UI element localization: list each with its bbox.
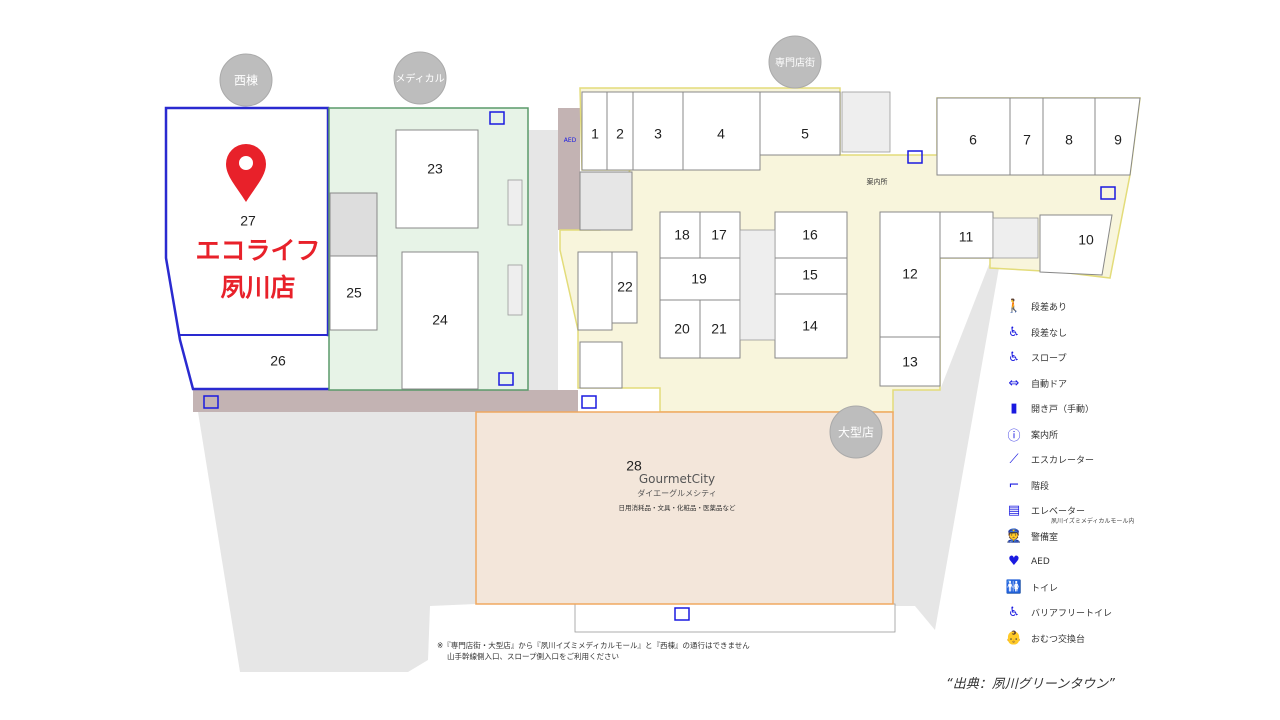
legend-item: ▮ 開き戸（手動） [1003, 396, 1173, 422]
legend-item: ⇔ 自動ドア [1003, 371, 1173, 397]
legend-item: 🚶 段差あり [1003, 294, 1173, 320]
shop-6[interactable]: 6 [969, 132, 977, 148]
footnote: ※『専門店街・大型店』から『夙川イズミメディカルモール』と『西棟』の通行はできま… [437, 640, 750, 662]
elevator-icon: ▤ [1007, 503, 1021, 519]
security-room-icon: 👮 [1005, 528, 1023, 544]
auto-door-icon: ⇔ [1008, 375, 1020, 391]
location-pin-icon [226, 144, 266, 202]
slope-icon: ♿ [1008, 350, 1020, 366]
shop-21[interactable]: 21 [711, 321, 727, 337]
shop-25[interactable]: 25 [346, 285, 362, 301]
legend-label: 案内所 [1031, 430, 1059, 441]
shop-22[interactable]: 22 [617, 279, 633, 295]
gourmet-city-desc: 日用消耗品・文具・化粧品・医薬品など [618, 504, 736, 512]
legend-item: ♿ 段差なし [1003, 320, 1173, 346]
shop-4[interactable]: 4 [717, 126, 725, 142]
source-credit: “出典：夙川グリーンタウン” [946, 677, 1115, 692]
shop-numbers: 1 2 3 4 5 6 7 8 9 10 11 12 13 14 15 16 1… [240, 126, 1122, 474]
legend-label: エスカレーター [1031, 456, 1095, 467]
legend-item: 👮 警備室 [1003, 524, 1173, 550]
legend-label: スロープ [1031, 354, 1067, 365]
legend-sublabel: 夙川イズミメディカルモール内 [1051, 518, 1135, 525]
legend-label: 警備室 [1031, 532, 1059, 543]
gourmet-city-area [475, 411, 894, 605]
shop-26[interactable]: 26 [270, 353, 286, 369]
legend-label: AED [1031, 556, 1050, 567]
shop-2[interactable]: 2 [616, 126, 624, 142]
information-icon: ⓘ [1007, 428, 1021, 444]
gourmet-city-name: ダイエーグルメシティ [637, 489, 717, 498]
auto-door-icons [203, 111, 1116, 621]
shop-12[interactable]: 12 [902, 266, 918, 282]
legend-label: バリアフリートイレ [1031, 609, 1113, 620]
legend-item: ⓘ 案内所 [1003, 422, 1173, 448]
aed-label: AED [564, 137, 577, 144]
ground-area-east [893, 262, 1000, 630]
bubble-specialty: 専門店街 [775, 56, 815, 69]
bubble-medical: メディカル [395, 72, 444, 85]
footnote-line1: ※『専門店街・大型店』から『夙川イズミメディカルモール』と『西棟』の通行はできま… [437, 641, 750, 650]
bubble-large: 大型店 [838, 426, 874, 440]
shop-9[interactable]: 9 [1114, 132, 1122, 148]
shop-15[interactable]: 15 [802, 267, 818, 283]
shop-23[interactable]: 23 [427, 161, 443, 177]
shop-3[interactable]: 3 [654, 126, 662, 142]
legend-label: 段差あり [1031, 303, 1068, 314]
legend-item: ♥ AED [1003, 549, 1173, 575]
shop-17[interactable]: 17 [711, 227, 727, 243]
aed-icon: ♥ [1008, 554, 1020, 570]
shop-7[interactable]: 7 [1023, 132, 1031, 148]
corridor-vertical [558, 108, 580, 230]
manual-door-icon: ▮ [1010, 401, 1018, 417]
gourmet-city-logo: GourmetCity [638, 472, 716, 486]
legend-label: 段差なし [1031, 328, 1068, 339]
legend-label: おむつ交換台 [1031, 634, 1086, 645]
toilet-icon: 🚻 [1005, 579, 1023, 595]
shop-19[interactable]: 19 [691, 271, 707, 287]
legend-label: 開き戸（手動） [1031, 405, 1095, 416]
store-name-line2: 夙川店 [220, 273, 296, 302]
legend: 🚶 段差あり ♿ 段差なし ♿ スロープ ⇔ 自動ドア ▮ 開き戸（手動） ⓘ 案内所 ⟋ エスカレーター… [1003, 294, 1173, 651]
legend-item: ♿ バリアフリートイレ [1003, 600, 1173, 626]
stairs-step-icon: 🚶 [1005, 299, 1023, 315]
legend-item: ♿ スロープ [1003, 345, 1173, 371]
shop-24[interactable]: 24 [432, 312, 448, 328]
store-name: エコライフ 夙川店 [190, 232, 326, 306]
footnote-line2: 山手幹線側入口、スロープ側入口をご利用ください [447, 652, 620, 661]
shop-28[interactable]: 28 [626, 458, 642, 474]
shop-5[interactable]: 5 [801, 126, 809, 142]
ground-area [198, 412, 476, 672]
shop-1[interactable]: 1 [591, 126, 599, 142]
shop-8[interactable]: 8 [1065, 132, 1073, 148]
shop-16[interactable]: 16 [802, 227, 818, 243]
shop-27[interactable]: 27 [240, 213, 256, 229]
legend-label: 階段 [1031, 481, 1050, 492]
legend-label: トイレ [1031, 583, 1059, 594]
shop-13[interactable]: 13 [902, 354, 918, 370]
shop-14[interactable]: 14 [802, 318, 818, 334]
shop-11[interactable]: 11 [959, 229, 974, 245]
legend-item: ▤ エレベーター夙川イズミメディカルモール内 [1003, 498, 1173, 525]
shop-20[interactable]: 20 [674, 321, 690, 337]
corridor [193, 390, 578, 412]
shop-18[interactable]: 18 [674, 227, 690, 243]
legend-item: 👶 おむつ交換台 [1003, 626, 1173, 652]
stairs-icon: ⌐ [1008, 477, 1020, 493]
no-step-icon: ♿ [1008, 324, 1020, 340]
bubble-west: 西棟 [234, 73, 258, 88]
legend-item: ⌐ 階段 [1003, 473, 1173, 499]
shop-10[interactable]: 10 [1078, 232, 1094, 248]
store-name-line1: エコライフ [195, 236, 321, 265]
info-label: 案内所 [867, 177, 888, 186]
legend-item: ⟋ エスカレーター [1003, 447, 1173, 473]
legend-label: エレベーター [1031, 507, 1086, 518]
passage [528, 130, 558, 390]
escalator-icon: ⟋ [1009, 452, 1019, 468]
gourmet-city-label: GourmetCity ダイエーグルメシティ 日用消耗品・文具・化粧品・医薬品な… [602, 472, 752, 512]
legend-item: 🚻 トイレ [1003, 575, 1173, 601]
accessible-toilet-icon: ♿ [1008, 605, 1020, 621]
legend-label: 自動ドア [1031, 379, 1068, 390]
diaper-change-icon: 👶 [1005, 630, 1023, 646]
